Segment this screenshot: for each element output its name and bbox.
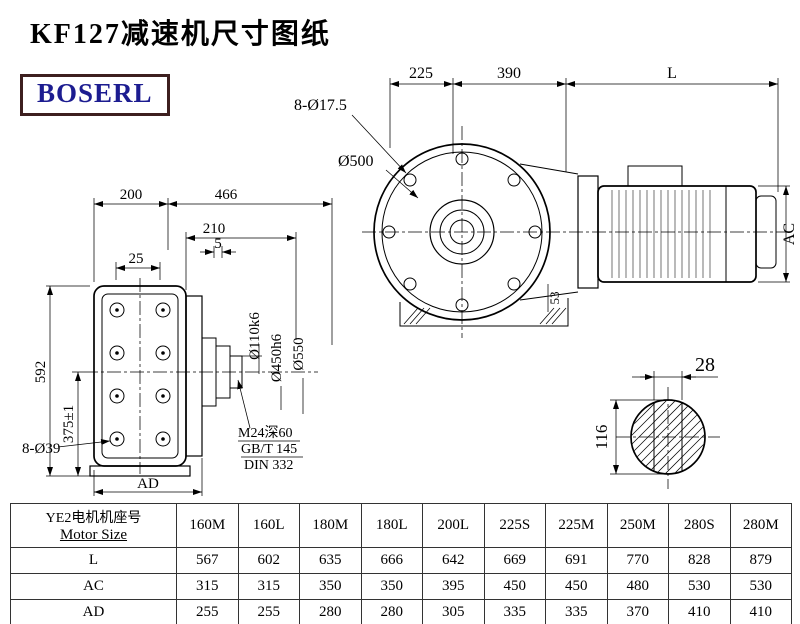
dim-200: 200: [120, 187, 143, 203]
cell: 350: [299, 573, 362, 600]
base-hatch: [403, 307, 567, 325]
cell: 335: [483, 599, 546, 624]
motor-body: [597, 185, 757, 283]
cell: 530: [668, 573, 731, 600]
dim-466: 466: [215, 187, 238, 203]
thread-note-1: M24深60: [238, 425, 292, 441]
dim-592: 592: [33, 361, 49, 384]
dim-l: L: [667, 65, 677, 82]
column-header-225m: 225M: [545, 503, 608, 548]
dim-28: 28: [695, 354, 715, 376]
dim-53: 53: [547, 292, 562, 305]
thread-note-3: DIN 332: [244, 458, 293, 473]
cell: 280: [360, 599, 423, 624]
row-label-ad: AD: [10, 599, 177, 624]
cell: 770: [606, 547, 669, 574]
side-view: AC 225 390 L 8-Ø17.5 Ø500 53: [294, 65, 798, 338]
header-motor-size: YE2电机机座号 Motor Size: [10, 503, 177, 548]
page-title: KF127减速机尺寸图纸: [30, 19, 331, 50]
fan-cover: [755, 195, 777, 269]
column-header-250m: 250M: [606, 503, 669, 548]
dia-flange-label: Ø550: [291, 337, 307, 370]
boserl-logo: BOSERL: [20, 74, 170, 116]
dim-116: 116: [592, 425, 611, 450]
table-header-row: YE2电机机座号 Motor Size 160M 160L 180M 180L …: [10, 503, 792, 548]
cell: 635: [299, 547, 362, 574]
cell: 879: [729, 547, 792, 574]
motor-size-table: YE2电机机座号 Motor Size 160M 160L 180M 180L …: [10, 503, 792, 624]
cell: 305: [422, 599, 485, 624]
front-view: 200 466 210 5 25 592 375±1 8-: [22, 187, 333, 496]
thread-note-2: GB/T 145: [241, 442, 297, 457]
cell: 450: [545, 573, 608, 600]
dia-shaft-label: Ø110k6: [247, 312, 263, 360]
column-header-200l: 200L: [422, 503, 485, 548]
holes-label-front: 8-Ø39: [22, 441, 60, 457]
dim-210: 210: [203, 221, 226, 237]
cell: 642: [422, 547, 485, 574]
column-header-180l: 180L: [360, 503, 423, 548]
cell: 567: [176, 547, 239, 574]
dim-390: 390: [497, 65, 521, 82]
cell: 255: [237, 599, 300, 624]
header-motor-size-en: Motor Size: [59, 527, 128, 543]
cell: 410: [729, 599, 792, 624]
cell: 410: [668, 599, 731, 624]
housing-base: [399, 298, 569, 327]
cell: 370: [606, 599, 669, 624]
cell: 530: [729, 573, 792, 600]
header-motor-size-cn: YE2电机机座号: [45, 511, 142, 526]
cell: 450: [483, 573, 546, 600]
cell: 280: [299, 599, 362, 624]
dim-5: 5: [214, 236, 222, 252]
cell: 602: [237, 547, 300, 574]
row-label-ac: AC: [10, 573, 177, 600]
terminal-box: [627, 165, 683, 187]
shaft-section: 28 116: [592, 354, 720, 489]
table-row-ad: AD 255 255 280 280 305 335 335 370 410 4…: [10, 599, 792, 624]
cell: 315: [176, 573, 239, 600]
bolt-holes-front: [109, 302, 171, 447]
dia-500-label: Ø500: [338, 153, 374, 170]
table-row-ac: AC 315 315 350 350 395 450 450 480 530 5…: [10, 573, 792, 600]
cell: 395: [422, 573, 485, 600]
dim-225: 225: [409, 65, 433, 82]
column-header-225s: 225S: [483, 503, 546, 548]
column-header-160l: 160L: [237, 503, 300, 548]
column-header-180m: 180M: [299, 503, 362, 548]
cell: 669: [483, 547, 546, 574]
motor-fins: [611, 190, 711, 278]
column-header-280s: 280S: [668, 503, 731, 548]
cell: 828: [668, 547, 731, 574]
cell: 335: [545, 599, 608, 624]
table-row-l: L 567 602 635 666 642 669 691 770 828 87…: [10, 547, 792, 574]
holes-label-flange: 8-Ø17.5: [294, 97, 347, 114]
dia-spigot-label: Ø450h6: [269, 333, 285, 382]
cell: 350: [360, 573, 423, 600]
output-flange-plate: [185, 295, 203, 457]
column-header-160m: 160M: [176, 503, 239, 548]
row-label-l: L: [10, 547, 177, 574]
cell: 480: [606, 573, 669, 600]
cell: 666: [360, 547, 423, 574]
cell: 255: [176, 599, 239, 624]
cell: 691: [545, 547, 608, 574]
section-hatch: [631, 400, 705, 474]
cell: 315: [237, 573, 300, 600]
dim-25: 25: [129, 251, 144, 267]
boserl-logo-text: BOSERL: [37, 78, 153, 108]
dim-ac: AC: [781, 223, 798, 245]
column-header-280m: 280M: [729, 503, 792, 548]
dim-ad: AD: [137, 476, 159, 492]
dim-375: 375±1: [61, 405, 77, 443]
